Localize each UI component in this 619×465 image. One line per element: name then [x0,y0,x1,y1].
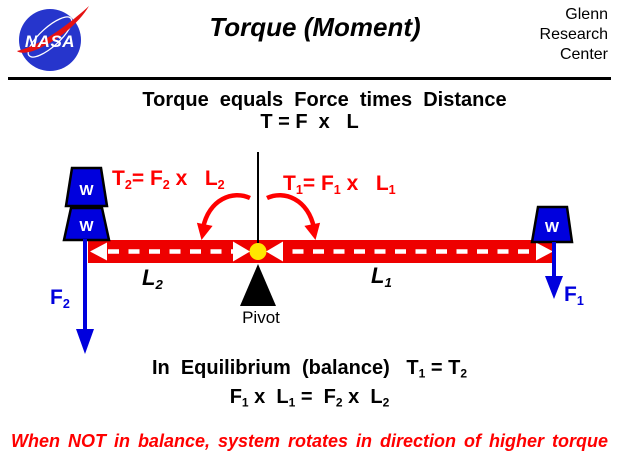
org-line-2: Research [539,26,608,43]
pivot-triangle [240,264,276,306]
nasa-orbit-icon [27,16,73,58]
org-line-3: Center [559,46,608,63]
formula-t-equals-fl: T = F x L [260,111,359,133]
right-arrowhead-icon [536,242,553,261]
left-weight-top-label: W [79,182,94,199]
torque-t1-formula: T1= F1 x L1 [283,172,396,197]
torque-t1-arc-arrowhead-icon [304,222,321,240]
nasa-logo: NASA [17,6,89,71]
left-arrowhead-icon [90,242,107,261]
center-right-arrowhead-icon [266,241,283,262]
force-f2-arrowhead-icon [76,329,94,354]
subtitle-torque-definition: Torque equals Force times Distance [142,89,507,111]
force-f1-arrowhead-icon [545,276,563,299]
center-left-arrowhead-icon [233,241,250,262]
torque-t2-formula: T2= F2 x L2 [112,167,225,192]
left-weight-top [64,166,109,208]
equilibrium-statement: In Equilibrium (balance) T1 = T2 [151,357,468,381]
distance-l2-label: L2 [142,265,163,292]
right-weight [530,205,574,244]
org-name: Glenn Research Center [540,5,608,65]
left-weight-bottom [62,206,111,242]
torque-t2-arc-arrowhead-icon [196,222,213,240]
header-divider [8,77,611,80]
balance-equation: F1 x L1 = F2 x L2 [229,386,390,410]
imbalance-note: When NOT in balance, system rotates in d… [10,431,609,451]
distance-l1-label: L1 [371,263,392,290]
torque-t2-arc [200,192,251,229]
pivot-point-dot [249,243,267,260]
org-line-1: Glenn [565,6,608,23]
right-weight-label: W [545,219,560,236]
force-f2-label: F2 [50,286,70,311]
torque-t1-arc [266,192,317,229]
pivot-label: Pivot [242,308,280,327]
page-title: Torque (Moment) [209,12,421,42]
force-f1-label: F1 [564,283,584,308]
left-weight-bottom-label: W [79,218,94,235]
nasa-logo-text: NASA [25,32,75,51]
